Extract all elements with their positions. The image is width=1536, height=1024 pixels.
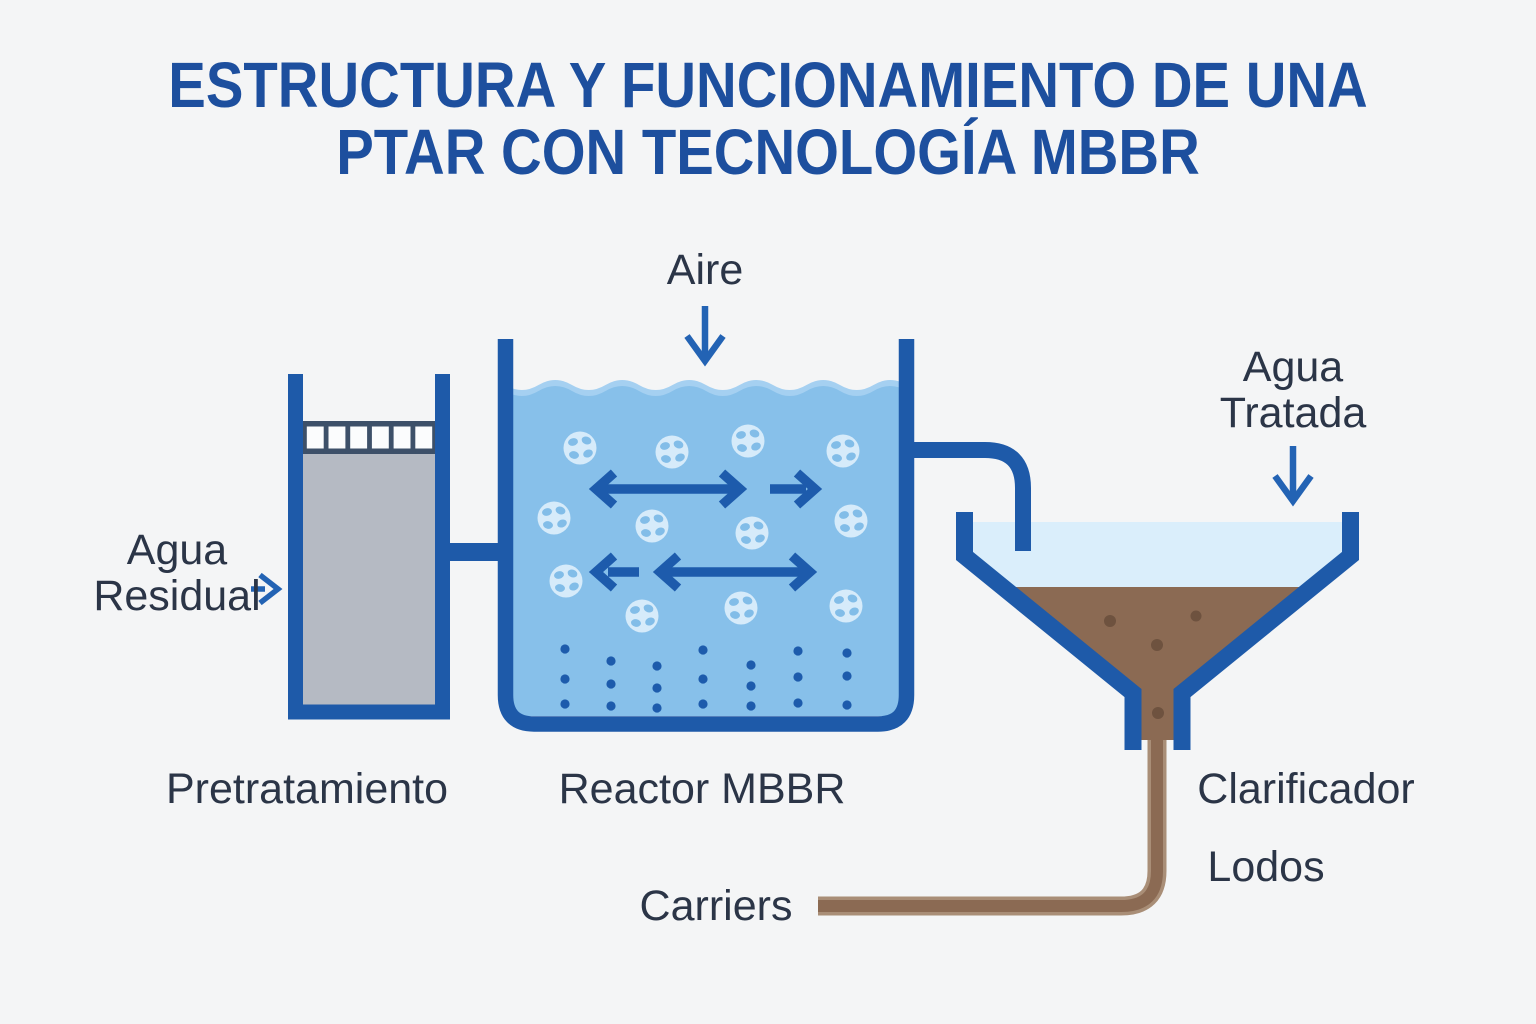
bar-screen-bar	[323, 421, 329, 454]
arrow-head-right-icon	[793, 469, 823, 509]
clarifier	[818, 442, 1359, 916]
arrow-head-left-icon	[588, 469, 618, 509]
sludge-particle	[1152, 707, 1164, 719]
bar-screen-bar	[345, 421, 351, 454]
sludge-cone	[1008, 587, 1307, 740]
carrier	[724, 591, 758, 625]
sludge-pipe-outline	[818, 733, 1167, 916]
carrier	[537, 501, 571, 535]
aire-arrow-head	[684, 334, 726, 367]
air-bubble	[652, 703, 662, 713]
arrow-head-right-icon	[788, 552, 818, 592]
agua-tratada-arrow-head	[1272, 474, 1314, 507]
carrier	[655, 435, 689, 469]
label-carriers: Carriers	[639, 882, 793, 930]
carrier	[731, 424, 765, 458]
air-bubble	[842, 648, 852, 658]
air-bubble	[842, 700, 852, 710]
agua-residual-arrow-head	[258, 572, 283, 606]
label-pretratamiento: Pretratamiento	[165, 765, 449, 813]
arrow-head-left-icon	[588, 552, 618, 592]
air-bubble	[606, 679, 616, 689]
pretreatment-walls	[288, 374, 450, 720]
air-bubble	[652, 683, 662, 693]
label-arrows	[251, 306, 1314, 606]
page-title-line1: ESTRUCTURA Y FUNCIONAMIENTO DE UNA	[168, 49, 1368, 121]
arrow-head-right-icon	[718, 469, 748, 509]
label-agua-tratada: Agua Tratada	[1220, 344, 1367, 436]
label-reactor-mbbr: Reactor MBBR	[558, 765, 846, 813]
bar-screen-bar	[302, 421, 307, 454]
carrier	[829, 589, 863, 623]
clarifier-wall-left	[956, 512, 1142, 750]
bar-screen-bar	[388, 421, 394, 454]
sludge-particle	[1104, 615, 1116, 627]
clarified-water	[973, 522, 1342, 589]
clarifier-wall-right	[1173, 512, 1359, 750]
air-bubble	[560, 644, 570, 654]
carrier	[625, 599, 659, 633]
agua-tratada-arrow-icon	[1272, 446, 1314, 507]
label-agua-residual: Agua Residual	[93, 527, 260, 619]
carrier	[563, 431, 597, 465]
reactor-water	[505, 386, 907, 716]
air-bubble	[698, 674, 708, 684]
carrier	[635, 509, 669, 543]
agua-residual-arrow-icon	[251, 572, 283, 606]
reactor-to-clarifier-pipe	[899, 442, 1031, 551]
sludge-particle	[1151, 639, 1163, 651]
air-bubble	[793, 698, 803, 708]
page-title: ESTRUCTURA Y FUNCIONAMIENTO DE UNA PTAR …	[92, 52, 1444, 186]
page-title-line2: PTAR CON TECNOLOGÍA MBBR	[336, 116, 1200, 188]
pretreatment-tank	[288, 374, 510, 720]
carrier	[735, 516, 769, 550]
carrier	[834, 504, 868, 538]
label-lodos: Lodos	[1207, 843, 1325, 891]
air-bubble	[793, 646, 803, 656]
bar-screen-bar	[410, 421, 416, 454]
sludge-particle	[1190, 610, 1202, 622]
air-bubble	[698, 645, 708, 655]
carrier	[826, 434, 860, 468]
mixing-arrows	[588, 469, 823, 592]
air-bubble	[560, 699, 570, 709]
label-agua-residual-line2: Residual	[93, 572, 261, 620]
air-bubbles	[560, 644, 852, 713]
air-bubble	[746, 660, 756, 670]
bar-screen	[302, 421, 437, 454]
aire-arrow-icon	[684, 306, 726, 367]
air-bubble	[746, 701, 756, 711]
label-agua-tratada-line2: Tratada	[1219, 389, 1367, 437]
label-agua-tratada-line1: Agua	[1242, 343, 1344, 391]
air-bubble	[560, 674, 570, 684]
air-bubble	[698, 699, 708, 709]
pretreatment-contents	[302, 452, 437, 706]
air-bubble	[793, 672, 803, 682]
air-bubble	[842, 671, 852, 681]
label-clarificador: Clarificador	[1197, 765, 1415, 813]
inlet-connector-pipe	[440, 543, 510, 561]
bar-screen-bar	[367, 421, 372, 454]
reactor-walls	[497, 339, 915, 732]
sludge-pipe	[818, 733, 1163, 912]
mbbr-reactor	[497, 339, 915, 732]
arrow-head-left-icon	[652, 552, 682, 592]
air-bubble	[606, 656, 616, 666]
air-bubble	[606, 701, 616, 711]
carrier	[549, 564, 583, 598]
bar-screen-bar	[432, 421, 437, 454]
label-agua-residual-line1: Agua	[126, 526, 228, 574]
air-bubble	[746, 681, 756, 691]
air-bubble	[652, 661, 662, 671]
label-aire: Aire	[666, 246, 744, 294]
